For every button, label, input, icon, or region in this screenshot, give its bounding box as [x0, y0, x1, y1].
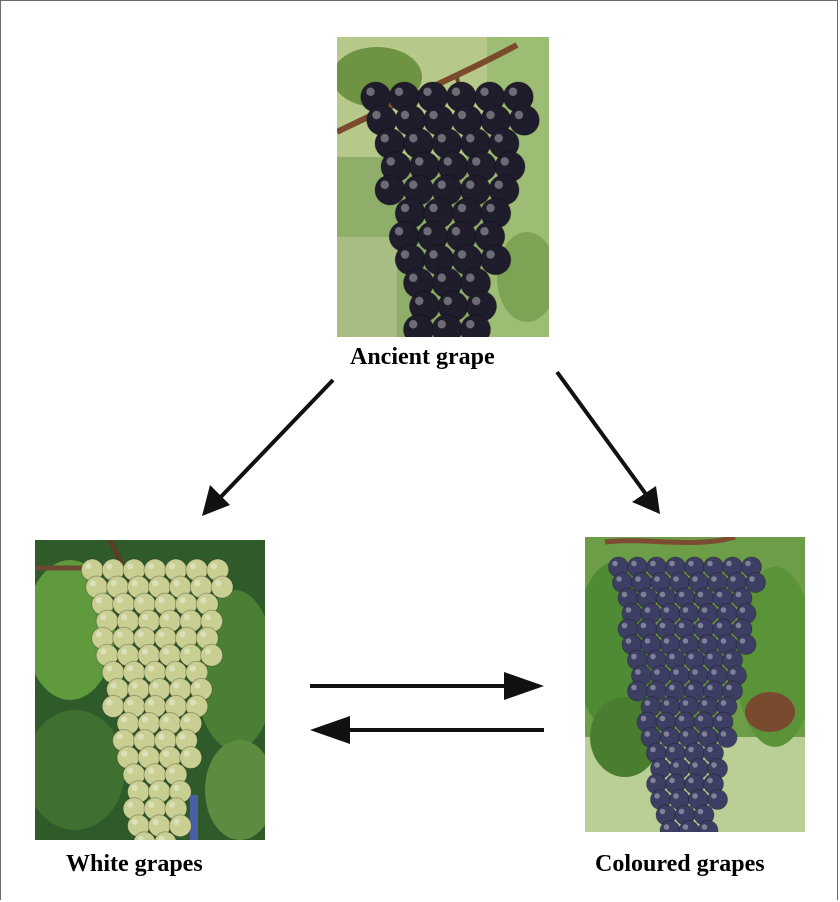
arrow-ancient-to-coloured	[557, 372, 660, 514]
arrow-coloured-to-white	[310, 716, 544, 744]
arrow-ancient-to-white	[202, 380, 333, 516]
arrow-white-to-coloured	[310, 672, 544, 700]
